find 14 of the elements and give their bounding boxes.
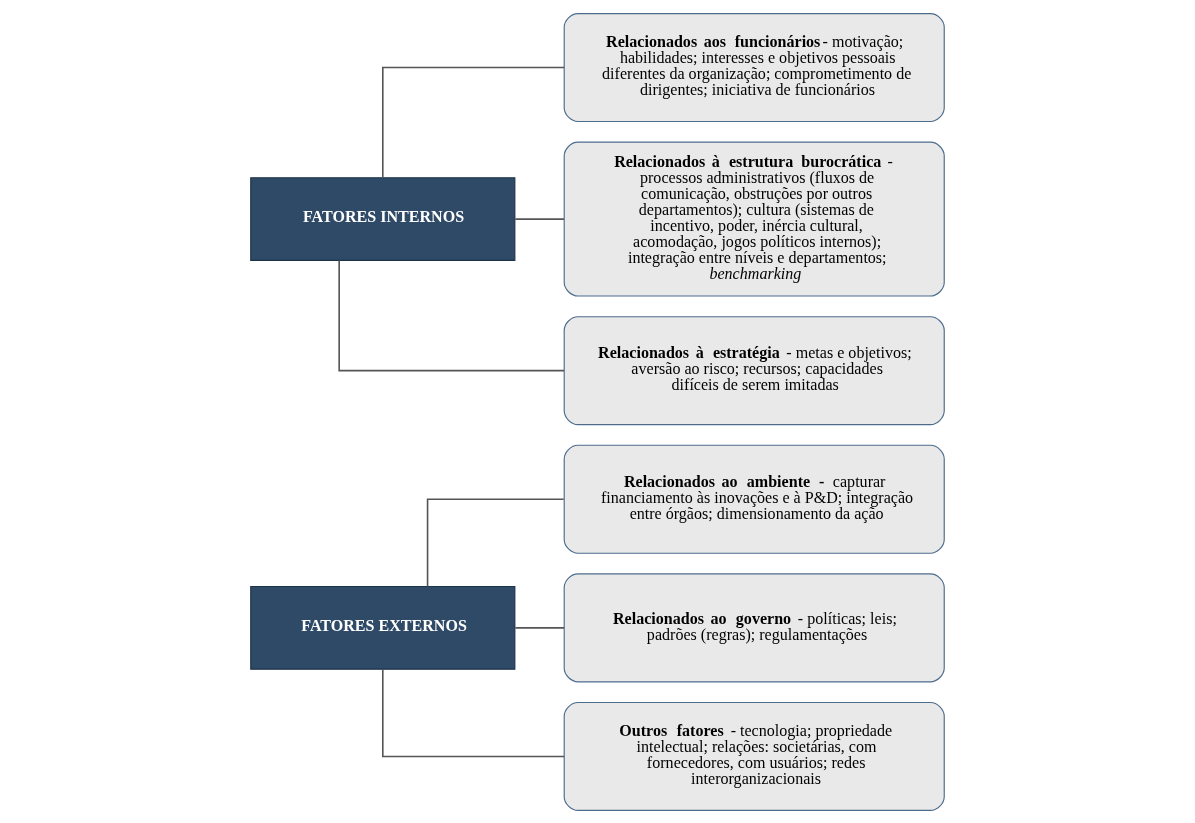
node-box: FATORES INTERNOS: [250, 176, 516, 261]
connector: [338, 259, 565, 371]
node-box: Relacionados à estratégia - metas e objetivos; aversão ao risco; recursos; capacidades difíceis de serem imitadas: [563, 315, 945, 425]
connector: [426, 497, 565, 587]
connector: [514, 626, 565, 629]
node-box: FATORES EXTERNOS: [250, 585, 516, 670]
connector: [382, 667, 565, 757]
connector: [382, 66, 565, 178]
node-box: Outros fatores - tecnologia; propriedade intelectual; relações: societárias, com fornecedores, com usuários; redes interorganizacionais: [563, 701, 945, 811]
node-box: Relacionados ao governo - políticas; leis; padrões (regras); regulamentações: [563, 572, 945, 682]
node-box: Relacionados ao ambiente - capturar financiamento às inovações e à P&D; integração entre órgãos; dimensionamento da ação: [563, 444, 945, 554]
node-box: Relacionados à estrutura burocrática - processos administrativos (fluxos de comunicação, obstruções por outros departamentos); cultura (sistemas de incentivo, poder, inércia cultural, acomodação, jogos políticos internos); integração entre níveis e departamentos; benchmarking: [563, 141, 945, 297]
connector: [514, 217, 565, 220]
node-box: Relacionados aos funcionários- motivação; habilidades; interesses e objetivos pessoais diferentes da organização; comprometimento de dirigentes; iniciativa de funcionários: [563, 12, 945, 122]
